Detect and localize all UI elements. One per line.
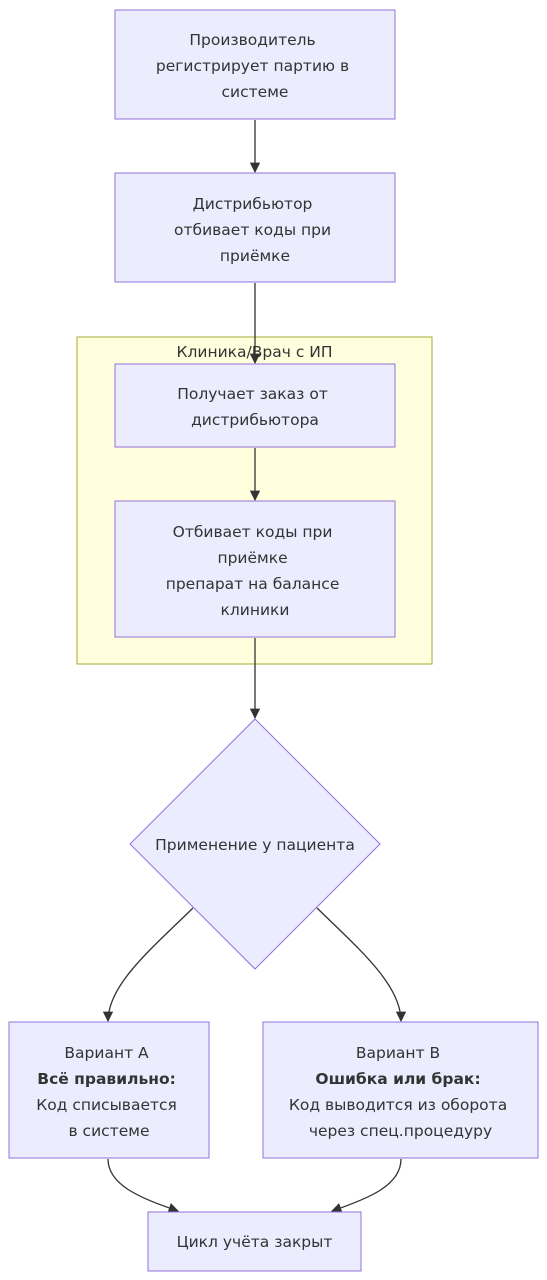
node-box (147, 1211, 362, 1272)
node-text-line: Получает заказ от (177, 385, 328, 403)
node-box (114, 172, 396, 283)
node-text-line: отбивает коды при (174, 221, 331, 239)
node-text-line: клиники (221, 601, 290, 619)
node-accept: Отбивает коды при приёмке препарат на ба… (114, 500, 396, 638)
node-box (114, 363, 396, 448)
node-apply-decision: Применение у пациента (129, 718, 381, 970)
node-variant-b: Вариант B Ошибка или брак: Код выводится… (262, 1021, 539, 1159)
edge-apply-variant-a (102, 907, 194, 1023)
svg-text:Производитель регистриру: Производитель регистрирует партию в сист… (156, 31, 354, 101)
node-text-line: Код выводится из оборота (289, 1096, 507, 1114)
edge-apply-variant-b (316, 907, 407, 1023)
edge-variant-a-closed (107, 1158, 179, 1213)
node-variant-a: Вариант A Всё правильно: Код списывается… (8, 1021, 210, 1159)
decision-diamond (129, 718, 381, 970)
node-text-line-bold: Ошибка или брак: (315, 1070, 480, 1088)
node-box (262, 1021, 539, 1159)
node-text-line: приёмке (217, 549, 287, 567)
svg-text:Применение у пациента: Применение у пациента (155, 836, 355, 854)
node-order: Получает заказ от дистрибьютора (114, 363, 396, 448)
node-text-line: препарат на балансе (166, 575, 340, 593)
node-text-line-bold: Всё правильно: (37, 1070, 176, 1088)
node-text-line: Код списывается (36, 1096, 177, 1114)
node-closed: Цикл учёта закрыт (147, 1211, 362, 1272)
svg-text:Цикл учёта закрыт: Цикл учёта закрыт (177, 1233, 333, 1251)
node-text-line: дистрибьютора (191, 411, 319, 429)
node-text-line: Применение у пациента (155, 836, 355, 854)
node-box (114, 9, 396, 120)
node-text-line: через спец.процедуру (309, 1122, 492, 1140)
node-text-line: Дистрибьютор (193, 195, 313, 213)
svg-text:Отбивает коды при приёмк: Отбивает коды при приёмке препарат на ба… (166, 523, 345, 619)
node-manufacturer: Производитель регистрирует партию в сист… (114, 9, 396, 120)
node-text-line: Вариант A (64, 1044, 149, 1062)
svg-text:Вариант B Ошибка или бра: Вариант B Ошибка или брак: Код выводится… (289, 1044, 512, 1140)
edge-variant-b-closed (331, 1158, 402, 1213)
node-text-line: Вариант B (356, 1044, 440, 1062)
node-box (8, 1021, 210, 1159)
node-text-line: приёмке (220, 247, 290, 265)
svg-text:Дистрибьютор отбивает ко: Дистрибьютор отбивает коды при приёмке (174, 195, 336, 265)
node-text-line: Отбивает коды при (173, 523, 333, 541)
node-text-line: Производитель (189, 31, 315, 49)
edges (102, 120, 407, 1213)
node-box (114, 500, 396, 638)
node-text-line: Цикл учёта закрыт (177, 1233, 333, 1251)
svg-text:Получает заказ от дистри: Получает заказ от дистрибьютора (177, 385, 333, 429)
node-distributor: Дистрибьютор отбивает коды при приёмке (114, 172, 396, 283)
node-text-line: системе (222, 83, 289, 101)
svg-text:Вариант A Всё правильно:: Вариант A Всё правильно: Код списывается… (36, 1044, 182, 1140)
node-text-line: в системе (69, 1122, 150, 1140)
node-text-line: регистрирует партию в (156, 57, 349, 75)
